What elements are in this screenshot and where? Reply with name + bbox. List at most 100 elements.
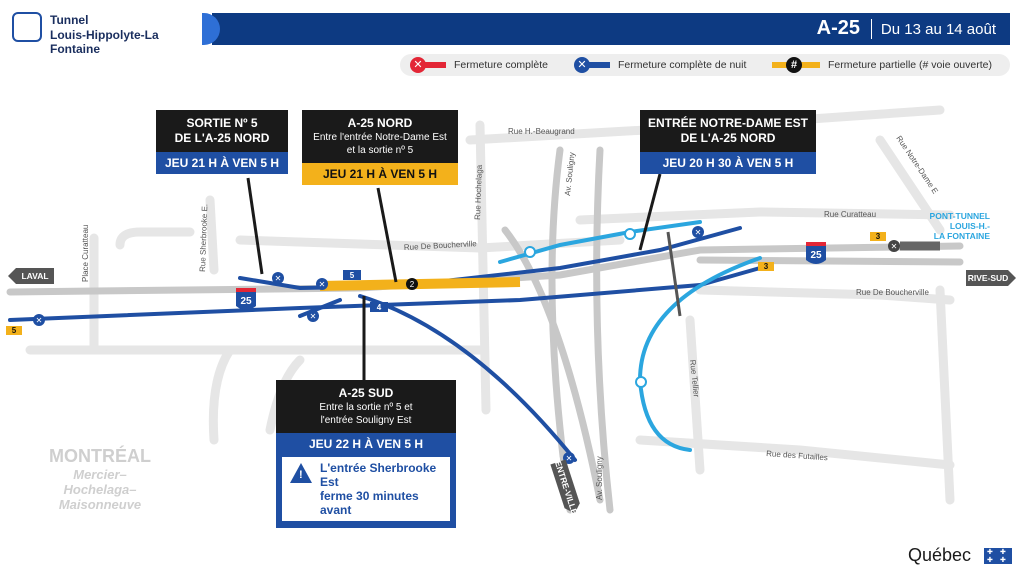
tunnel-logo-icon: [12, 12, 42, 42]
warning-exclamation: !: [299, 469, 303, 481]
legend: ✕ Fermeture complète ✕ Fermeture complèt…: [400, 54, 1010, 76]
route-title: A-25: [816, 17, 860, 39]
callout-sortie5-title2: DE L'A-25 NORD: [174, 131, 270, 145]
close-circle-red-icon: ✕: [410, 57, 426, 73]
street-sherbrooke-n: [205, 195, 219, 275]
area-city: MONTRÉAL: [49, 446, 151, 466]
exit5-west-plate: [6, 326, 22, 335]
svg-text:✕: ✕: [275, 274, 282, 283]
legend-swatch-blue: [588, 62, 610, 68]
area-district2: Hochelaga–: [63, 482, 137, 497]
fleurdelise-icon: ✚✚ ✚✚: [984, 548, 1012, 564]
street-hochelaga: [475, 120, 491, 415]
centre-ville-sign: CENTRE-VILLE: [550, 454, 580, 516]
lanes-east2-plate: [758, 262, 774, 271]
label-souligny-n: Av. Souligny: [563, 152, 577, 196]
logo-line1: Tunnel: [50, 13, 89, 27]
laval-sign: [8, 268, 54, 284]
closure-marker-nord: ✕: [316, 278, 328, 290]
svg-text:✕: ✕: [891, 242, 898, 251]
lane-count-text: 2: [410, 280, 415, 289]
street-curatteau: [575, 207, 955, 225]
label-hochelaga: Rue Hochelaga: [473, 164, 484, 220]
svg-text:✕: ✕: [695, 228, 702, 237]
callout-notre-dame: ENTRÉE NOTRE-DAME EST DE L'A-25 NORD JEU…: [640, 110, 816, 174]
a25-east-lower: [696, 256, 964, 266]
label-sherbrooke: Rue Sherbrooke E.: [198, 204, 209, 272]
lane-count-circle-icon: #: [786, 57, 802, 73]
label-boucherville-e: Rue De Boucherville: [856, 288, 929, 297]
legend-swatch-red: [424, 62, 446, 68]
a25-sud-closure: [8, 266, 762, 322]
callout-a25-sud-time: JEU 22 H À VEN 5 H: [308, 437, 424, 451]
callout-a25-nord-sub1: Entre l'entrée Notre-Dame Est: [313, 132, 447, 143]
shield-east-text: 25: [810, 250, 822, 261]
exit5-text: 5: [350, 271, 355, 280]
a25-nord-exit-closure: [238, 226, 742, 291]
area-district1: Mercier–: [73, 467, 127, 482]
label-place-curatteau: Place Curatteau: [81, 225, 90, 282]
warning-line2: ferme 30 minutes avant: [320, 489, 419, 517]
detour-marker-3: [635, 376, 647, 388]
lanes-east-text: 3: [876, 232, 881, 241]
warning-line1: L'entrée Sherbrooke Est: [320, 461, 437, 489]
label-tellier: Rue Tellier: [688, 359, 701, 398]
warning-icon: [290, 463, 312, 483]
callout-a25-sud-head: A-25 SUD Entre la sortie nº 5 et l'entré…: [276, 380, 456, 433]
shield-west-text: 25: [240, 296, 252, 307]
closure-marker-sherbrooke: ✕: [307, 310, 319, 322]
label-curatteau: Rue Curatteau: [824, 210, 876, 219]
callout-a25-nord-head: A-25 NORD Entre l'entrée Notre-Dame Est …: [302, 110, 458, 163]
area-label: MONTRÉAL Mercier– Hochelaga– Maisonneuve: [30, 446, 170, 512]
callout-a25-sud-warning: ! L'entrée Sherbrooke Est ferme 30 minut…: [280, 455, 452, 523]
closure-marker-tunnel: ✕: [888, 240, 900, 252]
tellier-overpass: [666, 231, 682, 317]
closure-marker-exit5: ✕: [272, 272, 284, 284]
callout-notre-dame-time: JEU 20 H 30 À VEN 5 H: [640, 152, 816, 174]
header-bar: A-25 Du 13 au 14 août: [202, 13, 1010, 45]
lane-count-marker: 2: [406, 278, 418, 290]
callout-sortie5: SORTIE Nº 5 DE L'A-25 NORD JEU 21 H À VE…: [156, 110, 288, 174]
callout-a25-sud-sub1: Entre la sortie nº 5 et: [319, 402, 413, 413]
callout-a25-sud-sub2: l'entrée Souligny Est: [320, 415, 412, 426]
detour-marker-1: [524, 246, 536, 258]
closure-markers: ✕ ✕ ✕ ✕ ✕ ✕ ✕ 2: [33, 226, 900, 464]
street-loop-nw: [115, 227, 195, 250]
lanes-east-plate: [870, 232, 886, 241]
pont-tunnel-line1: PONT-TUNNEL: [930, 211, 990, 221]
a25-shield-east: 25: [806, 242, 826, 264]
rive-sud-text: RIVE-SUD: [968, 273, 1009, 283]
exit4-text: 4: [377, 303, 382, 312]
pointer-sortie5: [246, 177, 264, 275]
pointer-notredame: [638, 173, 662, 251]
svg-text:✕: ✕: [36, 316, 43, 325]
label-futailles: Rue des Futailles: [766, 449, 828, 462]
callout-notre-dame-title1: ENTRÉE NOTRE-DAME EST: [647, 116, 808, 130]
a25-shield-west: 25: [236, 288, 256, 310]
sherbrooke-entrance-closure: [298, 298, 342, 318]
pont-tunnel-line2: LOUIS-H.-: [950, 221, 990, 231]
callout-a25-sud-title: A-25 SUD: [338, 386, 394, 400]
tunnel-logo: Tunnel Louis-Hippolyte-La Fontaine: [8, 10, 208, 56]
street-sherbrooke-s: [208, 345, 235, 445]
callout-sortie5-time: JEU 21 H À VEN 5 H: [156, 152, 288, 174]
quebec-logo-text: Québec: [908, 545, 972, 565]
laval-text: LAVAL: [21, 271, 48, 281]
label-beaugrand: Rue H.-Beaugrand: [508, 127, 575, 136]
street-boucherville-e: [695, 285, 955, 305]
callout-pointers: [246, 173, 662, 380]
callout-a25-nord-sub2: et la sortie nº 5: [346, 145, 414, 156]
callout-a25-nord: A-25 NORD Entre l'entrée Notre-Dame Est …: [302, 110, 458, 185]
callout-sortie5-head: SORTIE Nº 5 DE L'A-25 NORD: [156, 110, 288, 152]
street-futailles: [635, 435, 955, 470]
pointer-a25nord: [376, 187, 398, 283]
logo-line2: Louis-Hippolyte-La Fontaine: [50, 28, 159, 56]
exit4-plate: [370, 302, 388, 312]
svg-text:✕: ✕: [319, 280, 326, 289]
closure-marker-notredame: ✕: [692, 226, 704, 238]
header-separator: [871, 19, 872, 39]
area-district3: Maisonneuve: [58, 497, 142, 512]
svg-text:✕: ✕: [566, 454, 573, 463]
lanes-east2-text: 3: [764, 262, 769, 271]
street-east-vertical: [935, 285, 955, 505]
